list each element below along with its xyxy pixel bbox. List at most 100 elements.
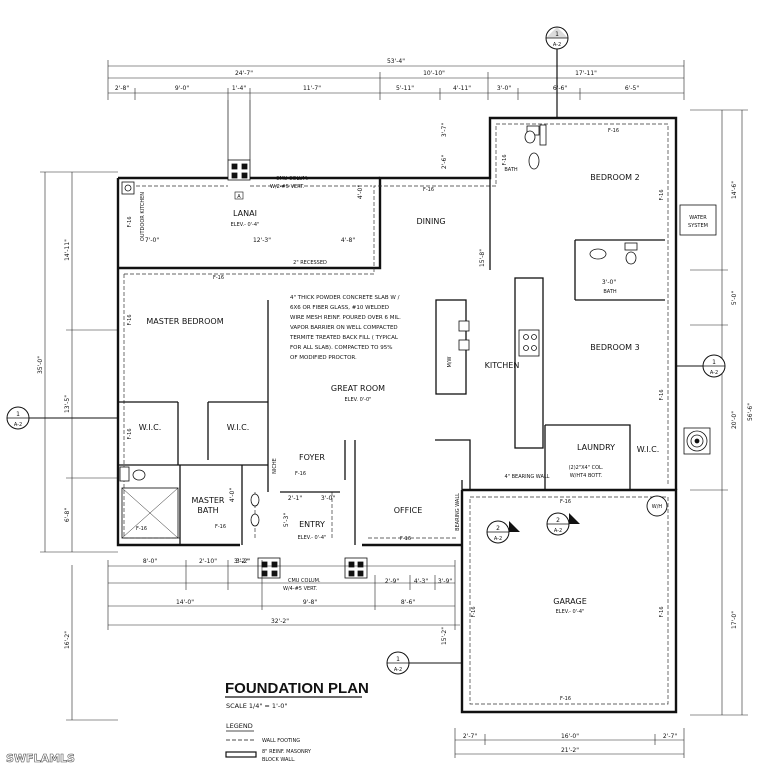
footing-label: F-16 [608, 128, 619, 134]
dim-lanai-left: 7'-0" [145, 237, 159, 244]
room-bath-mid: BATH [603, 289, 617, 295]
dim-garage-vertical: 15'-2" [441, 627, 448, 645]
room-entry-elev: ELEV.- 0'-4" [298, 535, 327, 541]
water-system-label-2: SYSTEM [688, 223, 708, 229]
dim-bottom-2: 2'-10" [199, 558, 217, 565]
footing-label: F-16 [659, 189, 665, 200]
dim-entry-1: 2'-1" [288, 495, 302, 502]
interior-walls [118, 118, 665, 545]
dim-lanai-width: 12'-3" [253, 237, 271, 244]
dim-bath-height-2: 2'-6" [441, 155, 448, 169]
room-bedroom-3: BEDROOM 3 [590, 343, 639, 352]
section-marker-right [676, 354, 726, 378]
room-master-bedroom: MASTER BEDROOM [146, 317, 223, 326]
section-marker-2a-num: 2 [496, 525, 500, 532]
dim-bottom-7: 14'-0" [176, 599, 194, 606]
dim-top-s6: 4'-11" [453, 85, 471, 92]
bearing-wall-note-h: 4" BEARING WALL [505, 474, 550, 480]
room-entry: ENTRY [299, 520, 325, 529]
room-lanai: LANAI [233, 209, 257, 218]
dim-lanai-right: 4'-8" [341, 237, 355, 244]
dim-entry-4: 3'-2" [234, 558, 248, 565]
dim-right-overall: 56'-6" [747, 403, 754, 421]
dim-top-s9: 6'-5" [625, 85, 639, 92]
dim-top-s3: 1'-4" [232, 85, 246, 92]
slab-note-line-6: FOR ALL SLAB). COMPACTED TO 95% [290, 345, 392, 351]
slab-note-line-2: 6X6 OR FIBER GLASS, #10 WELDED [290, 305, 389, 311]
dim-bottom-10: 32'-2" [271, 618, 289, 625]
section-marker-left [6, 406, 118, 430]
room-great-room-elev: ELEV. 0'-0" [345, 397, 372, 403]
cmu-note-bottom-1: CMU COLUM. [288, 578, 321, 584]
dim-bottom-8: 9'-8" [303, 599, 317, 606]
dim-right-2: 5'-0" [731, 291, 738, 305]
room-bedroom-2: BEDROOM 2 [590, 173, 639, 182]
room-dining: DINING [416, 217, 445, 226]
dimension-lines-top [107, 60, 685, 100]
dim-entry-3: 5'-3" [283, 513, 290, 527]
legend-masonry-swatch [225, 751, 257, 758]
footing-labels: F-16 F-16 F-16 F-16 F-16 F-16 F-16 F-16 … [127, 128, 665, 702]
dim-bottom-1: 8'-0" [143, 558, 157, 565]
dim-bottom-3: 3'-2" [236, 558, 250, 565]
dim-right-1: 14'-6" [731, 181, 738, 199]
dim-left-2: 13'-5" [64, 395, 71, 413]
section-marker-top-sheet: A-2 [553, 42, 561, 48]
bearing-wall-note-v: BEARING WALL [455, 493, 461, 531]
section-marker-2b [546, 512, 580, 536]
water-heater-label: W/H [652, 504, 663, 510]
room-great-room: GREAT ROOM [331, 384, 385, 393]
room-garage-elev: ELEV.- 0'-4" [556, 609, 585, 615]
slab-note-line-1: 4" THICK POWDER CONCRETE SLAB W / [290, 295, 400, 301]
footing-label: F-16 [471, 606, 477, 617]
section-marker-left-num: 1 [16, 411, 20, 418]
dimension-lines-left [40, 171, 118, 721]
cmu-note-top-1: CMU COLUM. [276, 176, 309, 182]
room-niche: NICHE [272, 458, 278, 474]
shower-hatch [121, 487, 179, 539]
footing-label: F-16 [560, 696, 571, 702]
section-marker-bottom-num: 1 [396, 656, 400, 663]
dim-left-4: 16'-2" [64, 631, 71, 649]
room-wic-right: W.I.C. [637, 445, 660, 454]
room-foyer: FOYER [299, 453, 325, 462]
dim-bath-width: 3'-0" [602, 279, 616, 286]
footing-label: F-16 [127, 428, 133, 439]
dim-top-3: 17'-11" [575, 70, 597, 77]
dim-left-3: 6'-8" [64, 508, 71, 522]
section-marker-right-sheet: A-2 [710, 370, 718, 376]
cmu-column-extension [227, 100, 251, 160]
legend-masonry-label-1: 8" REINF. MASONRY [262, 749, 312, 755]
dim-top-s1: 2'-8" [115, 85, 129, 92]
dim-overall-width: 53'-4" [387, 58, 405, 65]
column-note-1: (2)2"X4" COL. [569, 465, 604, 471]
dim-bottom-5: 4'-3" [414, 578, 428, 585]
slab-note-line-4: VAPOR BARRIER ON WELL COMPACTED [290, 325, 398, 331]
footing-label: F-16 [213, 275, 224, 281]
legend-footing-label: WALL FOOTING [262, 738, 300, 744]
section-marker-2a-sheet: A-2 [494, 536, 502, 542]
dim-top-s4: 11'-7" [303, 85, 321, 92]
room-wic-left-1: W.I.C. [139, 423, 162, 432]
section-tag-a: A [237, 194, 241, 200]
section-marker-left-sheet: A-2 [14, 422, 22, 428]
recessed-note: 2" RECESSED [293, 260, 327, 266]
dim-bottom-9: 8'-6" [401, 599, 415, 606]
section-marker-2b-num: 2 [556, 517, 560, 524]
room-wic-left-2: W.I.C. [227, 423, 250, 432]
dim-lanai-vertical: 4'-0" [357, 185, 364, 199]
water-system-label-1: WATER [689, 215, 707, 221]
section-marker-2a [486, 520, 520, 544]
section-marker-2b-sheet: A-2 [554, 528, 562, 534]
dim-top-1: 24'-7" [235, 70, 253, 77]
room-laundry: LAUNDRY [577, 443, 615, 452]
watermark: SWFLAMLS [6, 752, 75, 765]
footing-label: F-16 [560, 499, 571, 505]
footing-label: F-16 [659, 606, 665, 617]
footing-label: F-16 [659, 389, 665, 400]
room-master-bath-1: MASTER [192, 496, 225, 505]
dim-bottom-6: 3'-9" [438, 578, 452, 585]
footing-label: F-16 [127, 216, 133, 227]
slab-note-line-3: WIRE MESH REINF. POURED OVER 6 MIL. [290, 315, 401, 321]
dim-top-s2: 9'-0" [175, 85, 189, 92]
